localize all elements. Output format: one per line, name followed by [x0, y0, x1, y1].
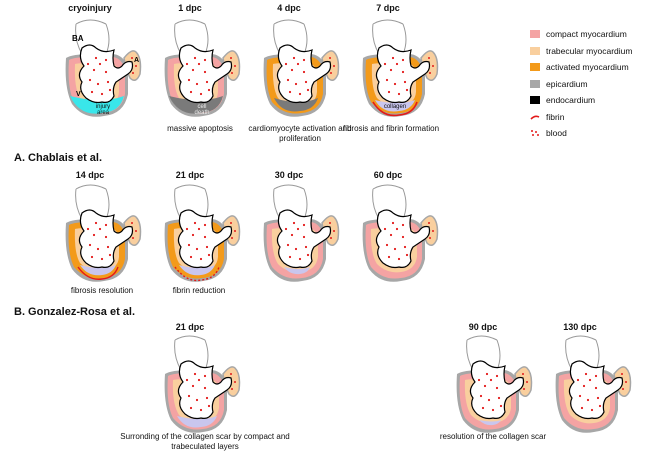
panel-header: cryoinjury: [55, 3, 125, 13]
blood-dots-icon: [530, 129, 540, 137]
section-a-title: A. Chablais et al.: [14, 152, 102, 164]
legend-label: endocardium: [546, 95, 595, 105]
heart-diagram-a-60dpc: [359, 183, 439, 283]
legend-label: fibrin: [546, 112, 564, 122]
heart-diagram-a-30dpc: [260, 183, 340, 283]
legend-item-endocardium: endocardium: [530, 92, 648, 109]
legend-label: blood: [546, 128, 567, 138]
legend-item-trabecular: trabecular myocardium: [530, 43, 648, 60]
heart-diagram-7dpc: [359, 18, 439, 118]
cell-death-label: cell death: [193, 104, 211, 116]
legend: compact myocardium trabecular myocardium…: [530, 26, 648, 142]
legend-item-blood: blood: [530, 125, 648, 142]
panel-caption: fibrosis and fibrin formation: [326, 124, 456, 134]
legend-label: epicardium: [546, 79, 588, 89]
heart-diagram-a-21dpc: [161, 183, 241, 283]
trabecular-swatch-icon: [530, 47, 540, 55]
panel-header: 90 dpc: [448, 322, 518, 332]
ba-label: BA: [72, 34, 84, 43]
collagen-label: collagen: [380, 104, 410, 110]
panel-header: 60 dpc: [353, 170, 423, 180]
legend-label: trabecular myocardium: [546, 46, 632, 56]
fibrin-line-icon: [530, 113, 540, 121]
panel-header: 4 dpc: [254, 3, 324, 13]
legend-label: activated myocardium: [546, 62, 629, 72]
panel-header: 21 dpc: [155, 322, 225, 332]
compact-swatch-icon: [530, 30, 540, 38]
heart-diagram-4dpc: [260, 18, 340, 118]
panel-header: 130 dpc: [545, 322, 615, 332]
legend-item-activated: activated myocardium: [530, 59, 648, 76]
panel-header: 1 dpc: [155, 3, 225, 13]
heart-diagram-b-90dpc: [453, 334, 533, 434]
heart-diagram-cryoinjury: BA A V: [62, 18, 142, 118]
panel-caption: fibrin reduction: [129, 286, 269, 296]
v-label: V: [76, 91, 81, 98]
a-label: A: [134, 57, 139, 64]
legend-item-compact: compact myocardium: [530, 26, 648, 43]
heart-diagram-a-14dpc: [62, 183, 142, 283]
panel-caption: Surronding of the collagen scar by compa…: [120, 432, 290, 452]
legend-label: compact myocardium: [546, 29, 627, 39]
epicardium-swatch-icon: [530, 80, 540, 88]
heart-diagram-b-21dpc: [161, 334, 241, 434]
heart-diagram-1dpc: [161, 18, 241, 118]
panel-header: 21 dpc: [155, 170, 225, 180]
legend-item-epicardium: epicardium: [530, 76, 648, 93]
endocardium-swatch-icon: [530, 96, 540, 104]
panel-caption: resolution of the collagen scar: [423, 432, 563, 442]
panel-header: 14 dpc: [55, 170, 125, 180]
injury-area-label: injury area: [92, 104, 114, 116]
section-b-title: B. Gonzalez-Rosa et al.: [14, 306, 135, 318]
panel-header: 30 dpc: [254, 170, 324, 180]
activated-swatch-icon: [530, 63, 540, 71]
heart-diagram-b-130dpc: [552, 334, 632, 434]
panel-header: 7 dpc: [353, 3, 423, 13]
legend-item-fibrin: fibrin: [530, 109, 648, 126]
